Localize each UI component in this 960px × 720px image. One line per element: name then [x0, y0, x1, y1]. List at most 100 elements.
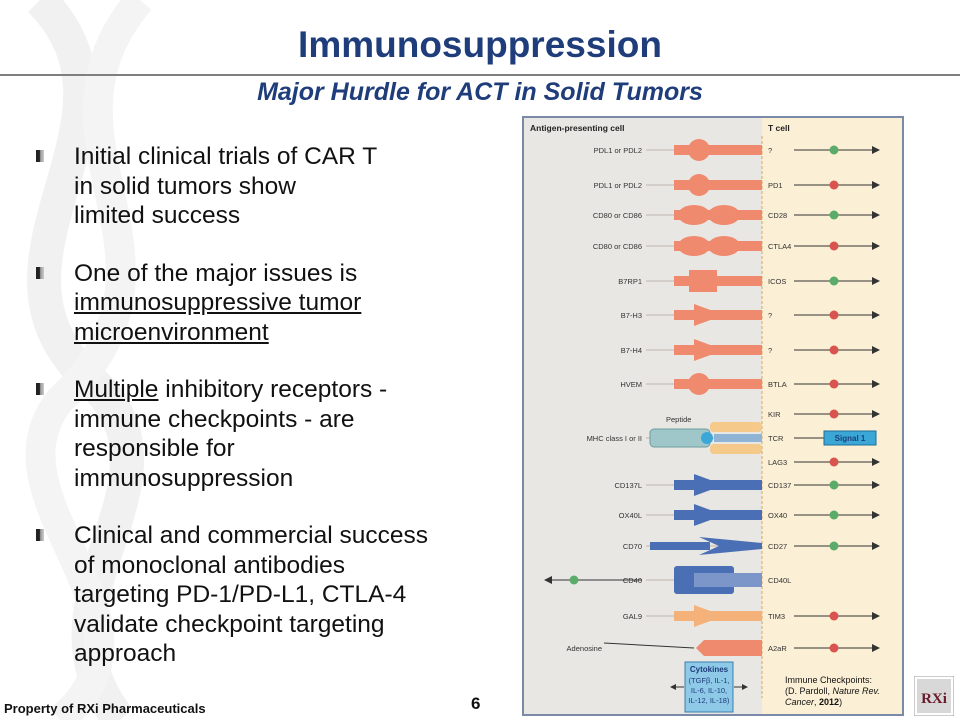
footer-property: Property of RXi Pharmaceuticals	[4, 701, 206, 716]
lag3-molecule	[710, 444, 762, 454]
bullet-text: One of the major issues is	[74, 259, 358, 287]
arrowhead-icon	[544, 576, 552, 584]
arrowhead-icon	[872, 644, 880, 652]
ligand-label: PDL1 or PDL2	[594, 181, 642, 190]
bullet-text: responsible for	[74, 435, 235, 462]
bullet-text-underlined: immunosuppressive tumor	[74, 289, 362, 316]
logo-text: RXi	[921, 691, 947, 707]
minus-signal-icon	[829, 241, 839, 251]
bullet-text-underlined: microenvironment	[74, 318, 269, 346]
plus-signal-icon	[569, 575, 579, 585]
arrowhead-icon	[872, 181, 880, 189]
plus-signal-icon	[829, 276, 839, 286]
receptor-molecule	[699, 537, 762, 555]
ligand-head-icon	[678, 236, 710, 256]
plus-signal-icon	[829, 210, 839, 220]
receptor-label: TCR	[768, 434, 784, 443]
citation-text: (D. Pardoll,	[785, 686, 833, 696]
adenosine-arrow	[603, 642, 695, 649]
receptor-label: BTLA	[768, 380, 787, 389]
receptor-label: CD40L	[768, 576, 791, 585]
arrowhead-icon	[872, 242, 880, 250]
arrowhead-icon	[872, 311, 880, 319]
minus-signal-icon	[829, 457, 839, 467]
ligand-label: HVEM	[620, 380, 642, 389]
minus-signal-icon	[829, 180, 839, 190]
ligand-label: B7-H3	[621, 311, 642, 320]
bullet-item: Multiple inhibitory receptors - immune c…	[36, 375, 496, 493]
ligand-head-icon	[689, 270, 717, 292]
receptor-label: ?	[768, 146, 772, 155]
plus-signal-icon	[829, 510, 839, 520]
ligand-head-icon	[688, 139, 710, 161]
bullet-text: approach	[74, 640, 177, 667]
signal1-label: Signal 1	[835, 434, 866, 443]
ligand-head-icon	[688, 373, 710, 395]
bullet-text: validate checkpoint targeting	[74, 610, 385, 638]
ligand-head-icon	[694, 504, 724, 526]
ligand-label: CD80 or CD86	[593, 211, 642, 220]
receptor-label: CD137	[768, 481, 791, 490]
bullet-marker-icon	[36, 266, 44, 279]
arrowhead-icon	[872, 542, 880, 550]
background-watermark	[25, 0, 152, 720]
receptor-label: PD1	[768, 181, 783, 190]
receptor-label: OX40	[768, 511, 787, 520]
citation-year: 2012	[819, 697, 840, 707]
bullet-item: Initial clinical trials of CAR T in soli…	[36, 142, 496, 231]
immune-checkpoint-figure: Antigen-presenting cell T cell PDL1 or P…	[522, 116, 904, 716]
plus-signal-icon	[829, 145, 839, 155]
arrowhead-icon	[872, 481, 880, 489]
arrowhead-icon	[872, 380, 880, 388]
bullet-text: immunosuppression	[74, 464, 294, 492]
ligand-head-icon	[678, 205, 710, 225]
bullet-text: of monoclonal antibodies	[74, 551, 346, 579]
cytokines-text: IL-12, IL-18)	[689, 696, 730, 705]
bullet-text: immune checkpoints - are	[74, 405, 355, 433]
a2ar-molecule	[696, 640, 762, 656]
ligand-head-icon	[688, 174, 710, 196]
ligand-label: CD70	[623, 542, 642, 551]
arrowhead-icon	[872, 146, 880, 154]
ligand-label: PDL1 or PDL2	[594, 146, 642, 155]
arrowhead-icon	[872, 346, 880, 354]
bullet-text: Clinical and commercial success	[74, 522, 429, 549]
arrowhead-icon	[872, 277, 880, 285]
minus-signal-icon	[829, 310, 839, 320]
ligand-head-icon	[694, 304, 724, 326]
bullet-marker-icon	[36, 150, 44, 162]
arrowhead-icon	[872, 511, 880, 519]
ligand-label: OX40L	[619, 511, 642, 520]
receptor-stalk	[674, 379, 762, 389]
ligand-label: CD80 or CD86	[593, 242, 642, 251]
bullet-marker-icon	[36, 529, 44, 541]
receptor-label: TIM3	[768, 612, 785, 621]
minus-signal-icon	[829, 345, 839, 355]
tcell-header: T cell	[768, 123, 790, 133]
page-number: 6	[471, 694, 481, 713]
rxi-logo: RXi	[914, 676, 954, 716]
cytokines-text: (TGFβ, IL-1,	[689, 676, 730, 685]
bullet-text: limited success	[74, 202, 241, 229]
citation-text: ,	[814, 697, 820, 707]
kir-molecule	[710, 422, 762, 432]
cytokine-arrowhead-left-icon	[670, 684, 676, 690]
slide-title: Immunosuppression	[298, 24, 662, 65]
receptor-label: CD27	[768, 542, 787, 551]
cytokine-arrowhead-right-icon	[742, 684, 748, 690]
receptor-stalk	[674, 180, 762, 190]
cytokines-box	[684, 661, 734, 713]
figure-citation: Immune Checkpoints: (D. Pardoll, Nature …	[785, 675, 880, 708]
ligand-molecule	[650, 542, 710, 550]
bullet-marker-icon	[36, 383, 44, 395]
bullet-text-underlined: Multiple	[74, 376, 159, 403]
receptor-stalk	[674, 276, 762, 286]
tcr-molecule	[714, 434, 762, 442]
title-divider	[0, 74, 960, 76]
citation-journal: Cancer	[785, 697, 815, 707]
ligand-label: MHC class I or II	[587, 434, 642, 443]
ligand-label: B7RP1	[618, 277, 642, 286]
arrowhead-icon	[872, 410, 880, 418]
ligand-label: Adenosine	[567, 644, 602, 653]
slide-subtitle: Major Hurdle for ACT in Solid Tumors	[257, 78, 703, 106]
